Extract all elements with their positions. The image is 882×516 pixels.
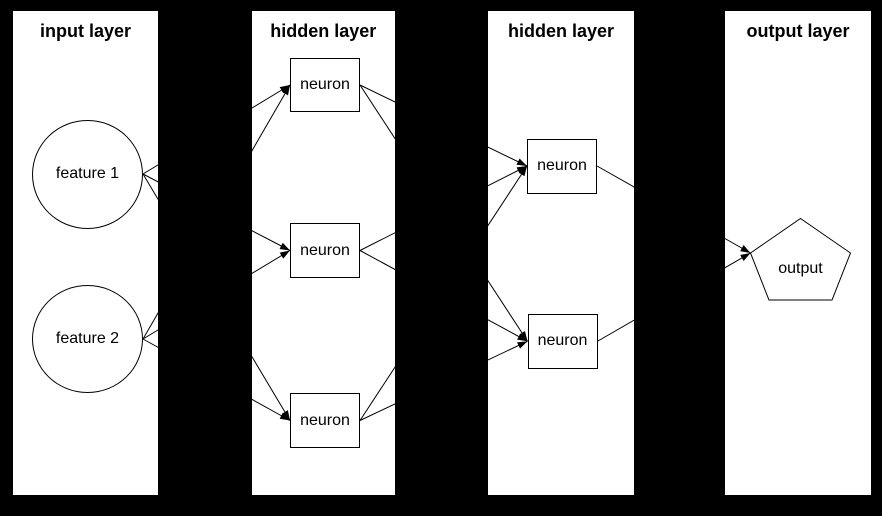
- node-feature-1: feature 1: [32, 119, 143, 229]
- node-feature-2: feature 2: [32, 285, 143, 393]
- node-label: neuron: [300, 241, 350, 259]
- panel-output-layer: output layer: [725, 11, 871, 495]
- node-label: feature 2: [55, 330, 120, 347]
- node-hidden2-neuron-2: neuron: [527, 314, 598, 369]
- panel-title: hidden layer: [507, 21, 615, 41]
- node-label: neuron: [537, 332, 588, 350]
- node-output-label: output: [778, 260, 823, 277]
- node-hidden1-neuron-2: neuron: [290, 223, 360, 278]
- panel-hidden-layer-2: hidden layer: [488, 11, 634, 495]
- node-label: feature 1: [55, 165, 120, 182]
- panel-title: output layer: [746, 21, 850, 41]
- panel-title: hidden layer: [270, 21, 377, 41]
- panel-title: input layer: [39, 21, 132, 41]
- node-hidden2-neuron-1: neuron: [527, 138, 597, 194]
- node-label: neuron: [537, 157, 587, 174]
- panel-input-layer: input layer: [13, 11, 158, 495]
- node-hidden1-neuron-1: neuron: [290, 58, 360, 112]
- node-hidden1-neuron-3: neuron: [290, 393, 360, 448]
- node-label: neuron: [300, 411, 350, 429]
- node-label: neuron: [300, 76, 350, 93]
